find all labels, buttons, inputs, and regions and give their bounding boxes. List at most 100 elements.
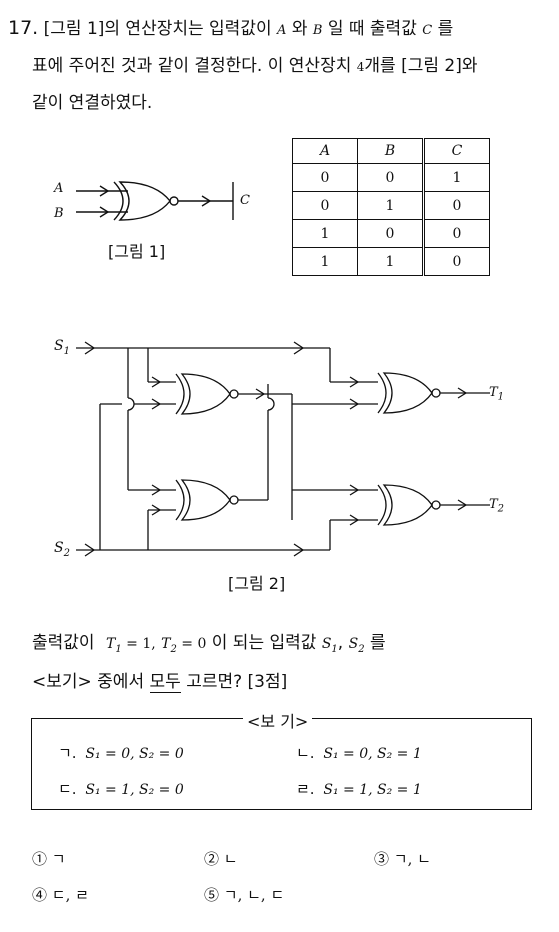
cell: 0 <box>423 219 490 248</box>
arrow-a-icon <box>99 185 110 197</box>
fig1-caption: [그림 1] <box>108 242 166 261</box>
fig2-caption: [그림 2] <box>228 574 286 593</box>
option-5[interactable]: ⑤ ㄱ, ㄴ, ㄷ <box>204 886 285 904</box>
bogi-item-4: ㄹ. S₁ = 1, S₂ = 1 <box>296 778 422 799</box>
cond-t1-sub: 1 <box>115 643 122 655</box>
question-text-b: 와 <box>291 19 308 39</box>
arrow-c-icon <box>201 195 212 207</box>
in-s2-symbol: S <box>348 636 359 652</box>
cond-t1: T1 <box>105 636 122 655</box>
truth-header-row: A B C <box>292 138 490 164</box>
cell: 0 <box>423 191 490 220</box>
gate-1-nor-icon <box>175 373 239 415</box>
prompt-text-d: <보기> 중에서 <box>32 672 145 692</box>
in-s1-sub: 1 <box>331 643 338 655</box>
nor-gate-icon <box>118 181 171 221</box>
s1-symbol: S <box>54 338 64 354</box>
cell: 1 <box>357 247 425 276</box>
cell: 0 <box>357 219 425 248</box>
option-2[interactable]: ② ㄴ <box>204 850 238 868</box>
bogi-mark: ㄷ. <box>58 780 77 798</box>
fig2-label-s2: S2 <box>54 540 70 559</box>
question-text-f: 개를 [그림 2]와 <box>364 56 478 76</box>
prompt-text-c: 를 <box>369 633 386 653</box>
truth-row: 1 1 0 <box>292 247 490 276</box>
s2-symbol: S <box>54 540 64 556</box>
truth-table: A B C 0 0 1 0 1 0 1 0 0 1 1 0 <box>292 138 490 276</box>
cond-t1-value: = 1, <box>121 636 156 652</box>
t1-symbol: T <box>489 385 498 400</box>
bogi-title: <보 기> <box>243 708 313 732</box>
bogi-text: S₁ = 0, S₂ = 0 <box>85 746 184 762</box>
cond-t1-symbol: T <box>105 636 116 652</box>
in-s2-sub: 2 <box>358 643 365 655</box>
var-b: B <box>312 23 323 38</box>
gate-2-nor-icon <box>377 372 441 414</box>
gate-3-nor-icon <box>175 479 239 521</box>
bogi-item-2: ㄴ. S₁ = 0, S₂ = 1 <box>296 742 422 763</box>
fig1-label-c: C <box>240 193 250 208</box>
bogi-mark: ㄱ. <box>58 744 77 762</box>
in-s1: S1 <box>321 636 338 655</box>
s2-subscript: 2 <box>63 547 70 559</box>
question-number: 17. <box>8 17 39 39</box>
bogi-text: S₁ = 1, S₂ = 0 <box>85 782 184 798</box>
bogi-item-1: ㄱ. S₁ = 0, S₂ = 0 <box>58 742 184 763</box>
fig2-label-s1: S1 <box>54 338 70 357</box>
cell: 1 <box>292 247 358 276</box>
cell: 1 <box>292 219 358 248</box>
bogi-text: S₁ = 1, S₂ = 1 <box>323 782 422 798</box>
t1-subscript: 1 <box>497 391 505 403</box>
cell: 1 <box>423 163 490 192</box>
header-c: C <box>423 138 490 164</box>
option-3[interactable]: ③ ㄱ, ㄴ <box>374 850 431 868</box>
cond-t2-sub: 2 <box>170 643 177 655</box>
prompt-underline-all: 모두 <box>149 672 181 693</box>
bogi-mark: ㄴ. <box>296 744 315 762</box>
question-text-a: [그림 1]의 연산장치는 입력값이 <box>43 19 272 39</box>
prompt-text-a: 출력값이 <box>32 633 95 653</box>
option-1[interactable]: ① ㄱ <box>32 850 66 868</box>
question-count: 4 <box>356 60 365 74</box>
cond-t2-value: = 0 <box>176 636 207 652</box>
in-s1-symbol: S <box>321 636 332 652</box>
cell: 0 <box>357 163 425 192</box>
question-text-d: 를 <box>437 19 454 39</box>
bogi-item-3: ㄷ. S₁ = 1, S₂ = 0 <box>58 778 184 799</box>
bogi-text: S₁ = 0, S₂ = 1 <box>323 746 422 762</box>
inverter-bubble-icon <box>169 196 179 206</box>
question-text-e: 표에 주어진 것과 같이 결정한다. 이 연산장치 <box>32 56 352 76</box>
cond-t2: T2 <box>161 636 177 655</box>
arrow-b-icon <box>99 206 110 218</box>
xor-bar <box>113 181 124 221</box>
prompt-text-b: 이 되는 입력값 <box>211 633 317 653</box>
option-4[interactable]: ④ ㄷ, ㄹ <box>32 886 89 904</box>
fig2-label-t2: T2 <box>489 497 504 515</box>
fig2-label-t1: T1 <box>489 385 504 403</box>
bogi-mark: ㄹ. <box>296 780 315 798</box>
prompt-line-1: 출력값이 T1 = 1, T2 = 0 이 되는 입력값 S1, S2 를 <box>32 628 386 655</box>
cell: 0 <box>292 163 358 192</box>
question-line-3: 같이 연결하였다. <box>32 93 153 113</box>
cell: 0 <box>423 247 490 276</box>
gate-4-nor-icon <box>377 484 441 526</box>
t2-subscript: 2 <box>497 503 505 515</box>
arrow-s2-icon <box>84 543 96 557</box>
question-line-1: 17. [그림 1]의 연산장치는 입력값이 A 와 B 일 때 출력값 C 를 <box>8 14 453 39</box>
fig1-label-a: A <box>54 181 64 196</box>
header-a: A <box>292 138 358 164</box>
prompt-comma: , <box>337 633 344 653</box>
cond-t2-symbol: T <box>161 636 171 652</box>
s1-subscript: 1 <box>63 345 70 357</box>
cell: 1 <box>357 191 425 220</box>
truth-row: 0 1 0 <box>292 191 490 220</box>
t2-symbol: T <box>489 497 498 512</box>
prompt-line-2: <보기> 중에서 모두 고르면? [3점] <box>32 667 287 693</box>
question-line-2: 표에 주어진 것과 같이 결정한다. 이 연산장치 4개를 [그림 2]와 <box>32 51 478 76</box>
figure-1-diagram <box>76 181 234 221</box>
truth-row: 0 0 1 <box>292 163 490 192</box>
in-s2: S2 <box>348 636 365 655</box>
truth-row: 1 0 0 <box>292 219 490 248</box>
fig1-label-b: B <box>54 206 64 221</box>
var-a: A <box>277 23 287 38</box>
